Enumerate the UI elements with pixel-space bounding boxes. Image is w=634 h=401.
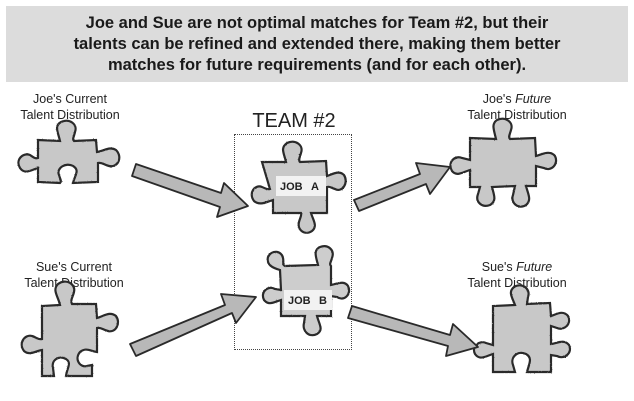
joe-future-label: Joe's Future Talent Distribution [452, 91, 582, 123]
arrow-joe-to-team [131, 163, 249, 218]
banner-line-1: Joe and Sue are not optimal matches for … [85, 13, 549, 32]
team-title: TEAM #2 [252, 110, 336, 132]
job-b-label-right: B [319, 295, 327, 307]
joe-current-label-line2: Talent Distribution [20, 108, 120, 122]
sue-current-puzzle-piece [20, 280, 120, 378]
joe-future-label-line1: Joe's Future [452, 91, 582, 107]
arrow-team-to-joe-future [353, 162, 451, 212]
sue-current-label-line1: Sue's Current [35, 260, 113, 274]
job-b-label-left: JOB [288, 295, 311, 307]
sue-future-puzzle-piece [472, 284, 572, 374]
team-box [234, 134, 352, 350]
sue-future-prefix: Sue's [481, 260, 513, 274]
sue-future-italic: Future [516, 260, 553, 274]
job-a-label-right: A [311, 181, 319, 193]
arrow-sue-to-team [129, 293, 257, 357]
joe-future-label-line2: Talent Distribution [467, 108, 567, 122]
joe-future-prefix: Joe's [482, 92, 512, 106]
sue-future-label: Sue's Future Talent Distribution [452, 259, 582, 291]
banner-line-3: matches for future requirements (and for… [107, 55, 527, 74]
sue-current-label: Sue's Current Talent Distribution [10, 259, 138, 291]
sue-future-label-line1: Sue's Future [452, 259, 582, 275]
arrow-team-to-sue-future [347, 305, 479, 357]
joe-current-label: Joe's Current Talent Distribution [10, 91, 130, 123]
sue-future-label-line2: Talent Distribution [467, 276, 567, 290]
joe-future-puzzle-piece [449, 117, 558, 208]
job-a-label-left: JOB [280, 181, 303, 193]
joe-future-italic: Future [515, 92, 552, 106]
summary-banner: Joe and Sue are not optimal matches for … [6, 6, 628, 82]
banner-line-2: talents can be refined and extended ther… [73, 34, 561, 53]
joe-current-puzzle-piece [17, 119, 121, 185]
joe-current-label-line1: Joe's Current [33, 92, 107, 106]
job-b-highlight [284, 290, 332, 310]
sue-current-label-line2: Talent Distribution [24, 276, 124, 290]
job-a-highlight [276, 176, 326, 196]
